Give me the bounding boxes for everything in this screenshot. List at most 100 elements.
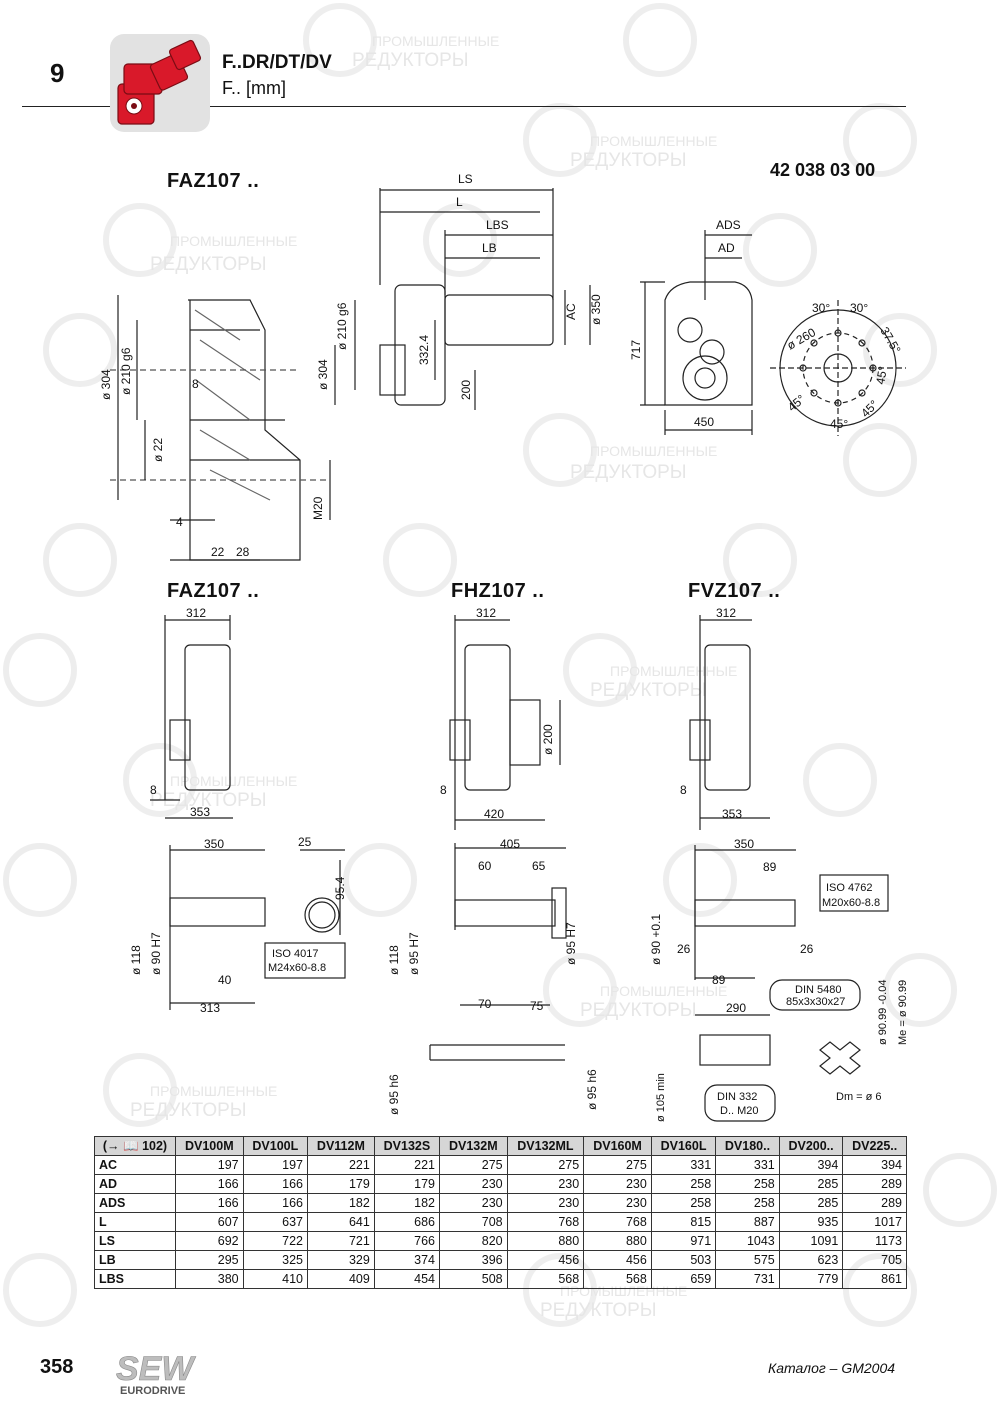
dim-ls: LS	[458, 172, 473, 186]
table-cell: 221	[306, 1155, 375, 1175]
table-cell: 179	[306, 1174, 375, 1194]
main-drawing-label: FAZ107 ..	[167, 170, 260, 192]
dim-450: 450	[694, 415, 714, 429]
table-cell: 607	[175, 1212, 244, 1232]
table-row-label: LB	[94, 1250, 176, 1270]
table-cell: 721	[306, 1231, 375, 1251]
table-cell: 508	[439, 1269, 508, 1289]
angle-30-right: 30°	[850, 301, 868, 315]
shaft-fvz-center: D.. M20	[720, 1105, 759, 1117]
table-cell: 230	[583, 1193, 652, 1213]
dim-332: 332.4	[417, 335, 431, 365]
shaft-fvz-spline: 85x3x30x27	[786, 996, 845, 1008]
table-cell: 275	[583, 1155, 652, 1175]
table-col-header: DV100L	[242, 1136, 308, 1156]
table-row-label: ADS	[94, 1193, 176, 1213]
dim-d304: ø 304	[316, 359, 330, 390]
fhz-dim-d200: ø 200	[541, 724, 555, 755]
shaft-fhz-405: 405	[500, 837, 520, 851]
shaft-fvz-350: 350	[734, 837, 754, 851]
shaft-fvz-d90: ø 90 +0.1	[649, 914, 663, 965]
shaft-fvz-26-a: 26	[677, 942, 691, 956]
shaft-fvz-89-b: 89	[712, 973, 726, 987]
table-col-header: DV112M	[306, 1136, 375, 1156]
callout-box-din5480	[769, 979, 861, 1011]
dim-lbs: LBS	[486, 218, 509, 232]
watermark-line2: РЕДУКТОРЫ	[580, 1000, 697, 1021]
chapter-number: 9	[50, 58, 65, 88]
table-cell: 230	[506, 1174, 585, 1194]
table-cell: 410	[242, 1269, 308, 1289]
dim-717: 717	[629, 340, 643, 360]
watermark-line2: РЕДУКТОРЫ	[590, 680, 707, 701]
watermark-line1: ПРОМЫШЛЕННЫЕ	[372, 33, 499, 49]
header-rule-right	[210, 106, 906, 107]
shaft-fvz-bolt: M20x60-8.8	[822, 897, 880, 909]
table-cell: 1173	[842, 1231, 907, 1251]
shaft-fhz-75: 75	[530, 999, 544, 1013]
shaft-fvz-din332: DIN 332	[717, 1091, 757, 1103]
dim-d260: ø 260	[785, 325, 819, 353]
table-cell: 686	[373, 1212, 441, 1232]
watermark-line1: ПРОМЫШЛЕННЫЕ	[170, 773, 297, 789]
section-dim-22: 22	[211, 545, 225, 559]
watermark-line1: ПРОМЫШЛЕННЫЕ	[150, 1083, 277, 1099]
shaft-view-faz	[169, 845, 345, 1010]
motor-dimension-table: (→ 📖 102) DV100M DV100L DV112M DV132S DV…	[94, 1136, 907, 1289]
table-cell: 258	[715, 1193, 780, 1213]
shaft-fhz-d95-a: ø 95 H7	[407, 932, 421, 975]
watermark-line2: РЕДУКТОРЫ	[570, 462, 687, 483]
fhz-dim-8: 8	[440, 783, 447, 797]
faz-dim-312: 312	[186, 606, 206, 620]
table-cell: 568	[583, 1269, 652, 1289]
table-cell: 623	[778, 1250, 844, 1270]
table-col-header: DV225..	[842, 1136, 907, 1156]
dim-ads: ADS	[716, 218, 741, 232]
table-col-header: DV160L	[650, 1136, 717, 1156]
shaft-view-fvz	[694, 845, 861, 1075]
watermark-pattern	[3, 3, 997, 1327]
table-cell: 456	[506, 1250, 585, 1270]
shaft-fhz-d118: ø 118	[387, 945, 401, 975]
table-cell: 230	[506, 1193, 585, 1213]
product-thumbnail	[110, 34, 210, 132]
shaft-fvz-26-b: 26	[800, 942, 814, 956]
document-number: 42 038 03 00	[770, 160, 876, 180]
table-col-header: DV180..	[715, 1136, 780, 1156]
table-cell: 182	[306, 1193, 375, 1213]
table-cell: 815	[650, 1212, 717, 1232]
table-cell: 374	[373, 1250, 441, 1270]
table-cell: 722	[242, 1231, 308, 1251]
section-dim-28: 28	[236, 545, 250, 559]
faz-dim-8: 8	[150, 783, 157, 797]
table-cell: 179	[373, 1174, 441, 1194]
fhz-dim-312: 312	[476, 606, 496, 620]
watermark-text: ПРОМЫШЛЕННЫЕ РЕДУКТОРЫ ПРОМЫШЛЕННЫЕ РЕДУ…	[130, 33, 737, 1321]
watermark-line2: РЕДУКТОРЫ	[540, 1300, 657, 1321]
table-cell: 394	[778, 1155, 844, 1175]
table-cell: 258	[650, 1174, 717, 1194]
table-cell: 197	[242, 1155, 308, 1175]
section-dim-d304: ø 304	[99, 369, 113, 400]
dim-l: L	[456, 195, 463, 209]
catalog-reference: Каталог – GM2004	[768, 1360, 896, 1376]
flange-section-view	[110, 295, 331, 561]
table-cell: 230	[583, 1174, 652, 1194]
shaft-fhz-65: 65	[532, 859, 546, 873]
technical-drawing: LS L LBS LB AC ø 350 ø 210 g6 332.4 ø 30…	[99, 172, 909, 1122]
gear-unit-end-view	[640, 230, 753, 435]
table-cell: 275	[506, 1155, 585, 1175]
table-cell: 708	[439, 1212, 508, 1232]
table-cell: 861	[842, 1269, 907, 1289]
shaft-faz-313: 313	[200, 1001, 220, 1015]
angle-45-c: 45°	[830, 417, 848, 431]
table-cell: 731	[715, 1269, 780, 1289]
dim-ad: AD	[718, 241, 735, 255]
callout-box-din332	[704, 1084, 776, 1122]
variant-view-fhz	[449, 615, 561, 830]
header-rule-left	[22, 106, 110, 107]
